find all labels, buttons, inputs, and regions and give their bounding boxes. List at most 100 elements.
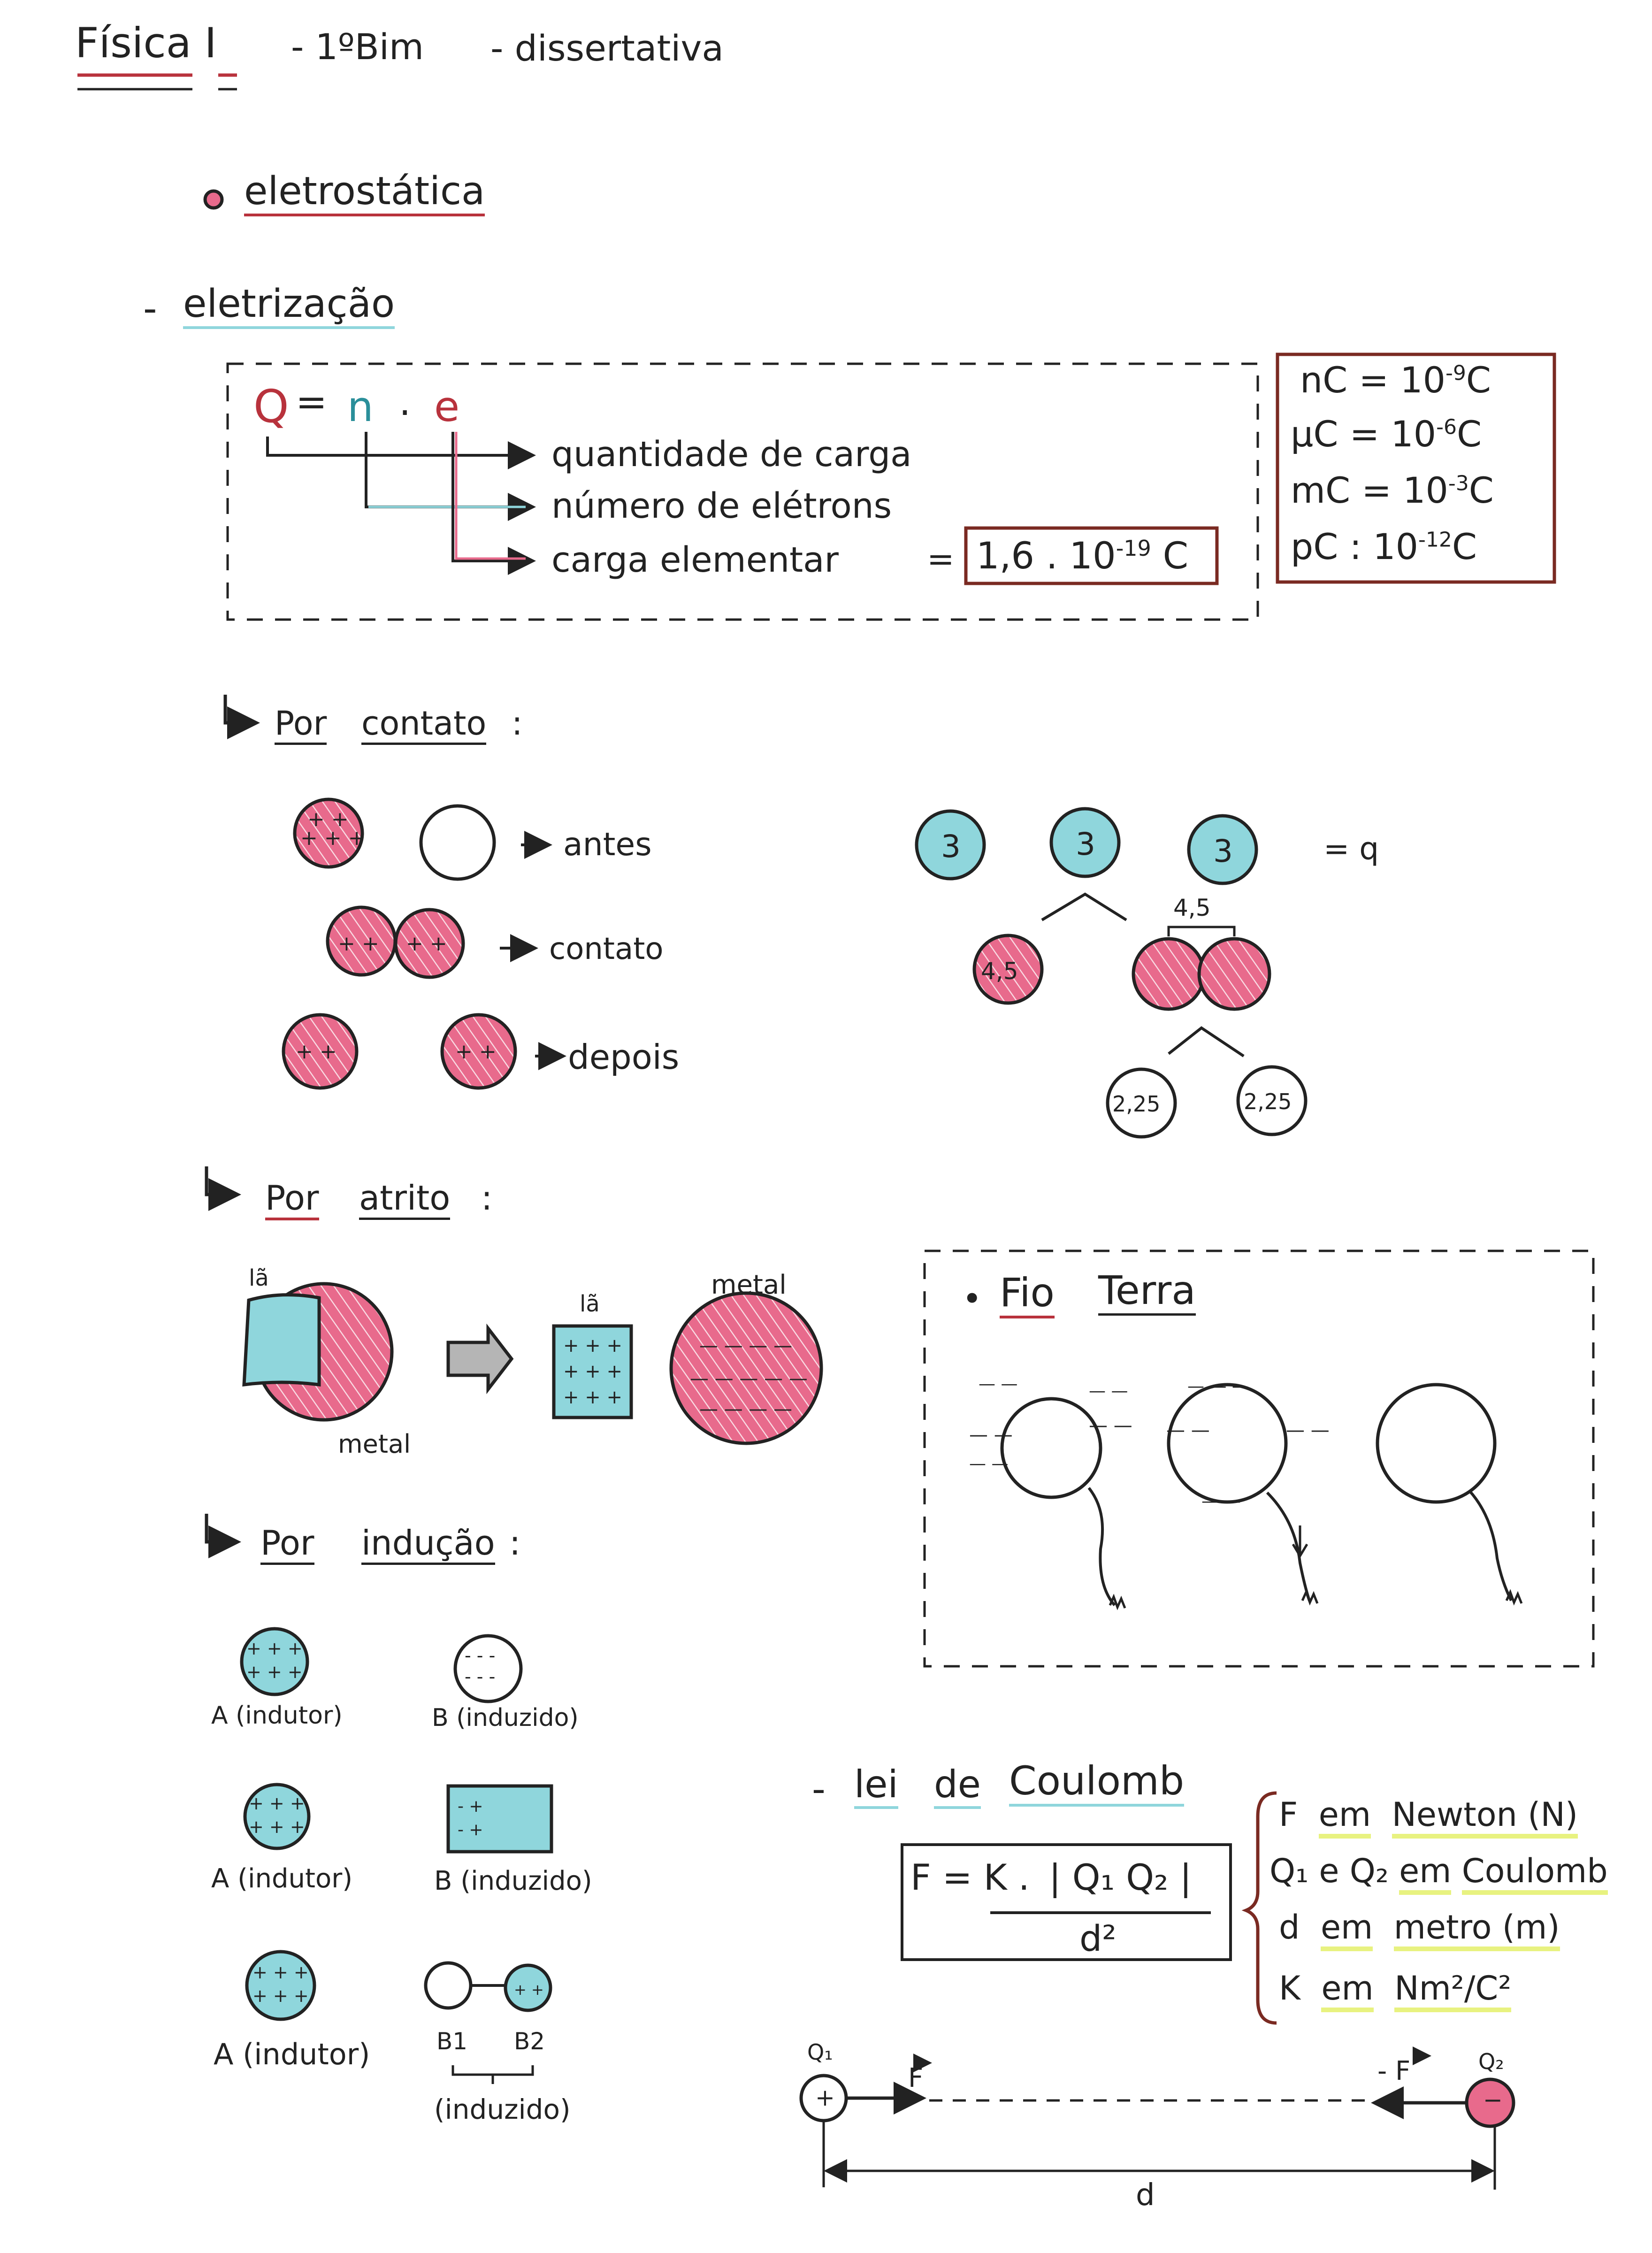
atrito-title: atrito bbox=[359, 1178, 451, 1220]
atrito-colon: : bbox=[481, 1178, 493, 1218]
svg-text:+ + +: + + + bbox=[563, 1335, 622, 1356]
svg-text:— —: — — bbox=[969, 1454, 1008, 1473]
charge-final-2: 2,25 bbox=[1244, 1089, 1292, 1114]
exam-type-label: - dissertativa bbox=[490, 27, 724, 69]
svg-text:+ + +: + + + bbox=[300, 826, 366, 850]
label-induzido-1: B (induzido) bbox=[432, 1704, 579, 1732]
svg-text:+ + +: + + + bbox=[249, 1793, 305, 1814]
svg-text:— — — — —: — — — — — bbox=[690, 1368, 808, 1389]
label-quantidade-carga: quantidade de carga bbox=[551, 434, 912, 475]
fio-terra-title-1: Fio bbox=[1000, 1270, 1055, 1318]
section-heading-eletrizacao: eletrização bbox=[183, 282, 395, 329]
svg-text:- +: - + bbox=[458, 1820, 483, 1839]
label-depois: depois bbox=[568, 1037, 680, 1077]
charge-first: 4,5 bbox=[981, 958, 1018, 985]
svg-text:- +: - + bbox=[458, 1797, 483, 1816]
charge-initial-2: 3 bbox=[1076, 826, 1095, 862]
svg-text:+ + +: + + + bbox=[563, 1387, 622, 1408]
charge-initial-1: 3 bbox=[941, 828, 961, 865]
svg-text:+ +: + + bbox=[455, 1040, 497, 1064]
unit-row-charge: Q₁ e Q₂ em Coulomb bbox=[1270, 1852, 1608, 1895]
coulomb-formula-box bbox=[901, 1843, 1232, 1961]
label-carga-elementar: carga elementar bbox=[551, 540, 839, 580]
section-dash: - bbox=[143, 286, 157, 331]
svg-text:+ +: + + bbox=[406, 932, 447, 956]
formula-n: n bbox=[347, 383, 374, 431]
topic-heading: eletrostática bbox=[244, 169, 485, 216]
svg-text:— —: — — bbox=[1089, 1415, 1132, 1436]
coulomb-denominator: d² bbox=[1079, 1917, 1117, 1959]
charge-pair-label: 4,5 bbox=[1173, 894, 1211, 921]
label-induzido-3: (induzido) bbox=[434, 2093, 571, 2125]
elementary-charge-value: 1,6 . 10-19 C bbox=[976, 535, 1189, 577]
label-indutor-2: A (indutor) bbox=[211, 1863, 353, 1894]
svg-text:+ +: + + bbox=[338, 932, 379, 956]
svg-text:+ + +: + + + bbox=[249, 1816, 305, 1837]
svg-text:— —: — — bbox=[1201, 1492, 1240, 1511]
label-force: F bbox=[908, 2063, 924, 2093]
fio-terra-title-2: Terra bbox=[1098, 1267, 1196, 1316]
unit-row-constant: K em Nm²/C² bbox=[1279, 1969, 1512, 2012]
svg-text:+ +: + + bbox=[296, 1040, 337, 1064]
unit-row-force: F em Newton (N) bbox=[1279, 1795, 1578, 1839]
label-la-1: lã bbox=[249, 1265, 269, 1291]
formula-q: Q bbox=[253, 380, 289, 433]
unit-row-distance: d em metro (m) bbox=[1279, 1908, 1560, 1951]
svg-text:— —: — — bbox=[1166, 1419, 1210, 1441]
elementary-equals: = bbox=[927, 540, 955, 578]
coulomb-word-coulomb: Coulomb bbox=[1009, 1758, 1185, 1807]
svg-text:+ + +: + + + bbox=[246, 1638, 303, 1659]
unit-pico: pC : 10-12C bbox=[1291, 526, 1477, 567]
label-induzido-2: B (induzido) bbox=[434, 1866, 592, 1896]
contato-por: Por bbox=[275, 704, 327, 745]
label-antes: antes bbox=[563, 826, 652, 863]
label-b1: B1 bbox=[436, 2028, 468, 2055]
coulomb-formula-lhs: F = K . bbox=[910, 1856, 1030, 1898]
equals-q: = q bbox=[1323, 831, 1379, 867]
label-la-2: lã bbox=[580, 1291, 600, 1317]
formula-dot: . bbox=[399, 380, 411, 424]
charge-final-1: 2,25 bbox=[1112, 1091, 1161, 1117]
contato-title: contato bbox=[361, 704, 487, 745]
fio-terra-bullet: • bbox=[962, 1279, 982, 1318]
label-distance: d bbox=[1136, 2178, 1155, 2213]
inducao-title: indução bbox=[361, 1523, 495, 1565]
coulomb-word-de: de bbox=[934, 1763, 981, 1809]
coulomb-numerator: | Q₁ Q₂ | bbox=[1049, 1856, 1192, 1898]
bimester-label: - 1ºBim bbox=[291, 26, 424, 68]
elementary-charge-box bbox=[964, 526, 1219, 585]
formula-dashed-box bbox=[226, 362, 1259, 621]
svg-text:— —: — — bbox=[1286, 1419, 1330, 1441]
svg-text:— — — —: — — — — bbox=[699, 1398, 792, 1420]
units-box bbox=[1276, 353, 1556, 584]
svg-text:— —: — — bbox=[969, 1424, 1013, 1446]
label-numero-eletrons: número de elétrons bbox=[551, 486, 892, 526]
svg-text:— — —: — — — bbox=[1187, 1377, 1249, 1396]
contato-colon: : bbox=[512, 704, 523, 743]
bullet-dot bbox=[203, 189, 224, 210]
atrito-por: Por bbox=[265, 1178, 319, 1220]
svg-text:— — — —: — — — — bbox=[699, 1335, 792, 1356]
unit-nano: nC = 10-9C bbox=[1300, 359, 1491, 401]
label-metal-2: metal bbox=[711, 1270, 787, 1300]
charge-initial-3: 3 bbox=[1213, 833, 1233, 869]
unit-milli: mC = 10-3C bbox=[1291, 469, 1494, 511]
charge-minus: − bbox=[1483, 2086, 1503, 2114]
fio-terra-box bbox=[923, 1249, 1595, 1668]
svg-text:— —: — — bbox=[1089, 1381, 1128, 1401]
label-indutor-3: A (indutor) bbox=[214, 2037, 370, 2071]
inducao-colon: : bbox=[509, 1523, 521, 1563]
label-q1: Q₁ bbox=[807, 2039, 833, 2065]
svg-text:— —: — — bbox=[979, 1374, 1017, 1394]
formula-equals: = bbox=[296, 380, 328, 424]
svg-text:+ +: + + bbox=[307, 807, 349, 831]
formula-e: e bbox=[434, 383, 460, 431]
label-neg-force: - F bbox=[1377, 2056, 1411, 2086]
charge-plus: + bbox=[815, 2084, 835, 2111]
page-title: Física I bbox=[75, 19, 217, 67]
svg-text:- - -: - - - bbox=[465, 1645, 495, 1666]
label-q2: Q₂ bbox=[1478, 2049, 1504, 2074]
svg-text:+ + +: + + + bbox=[252, 1985, 309, 2006]
coulomb-dash: - bbox=[812, 1767, 826, 1811]
